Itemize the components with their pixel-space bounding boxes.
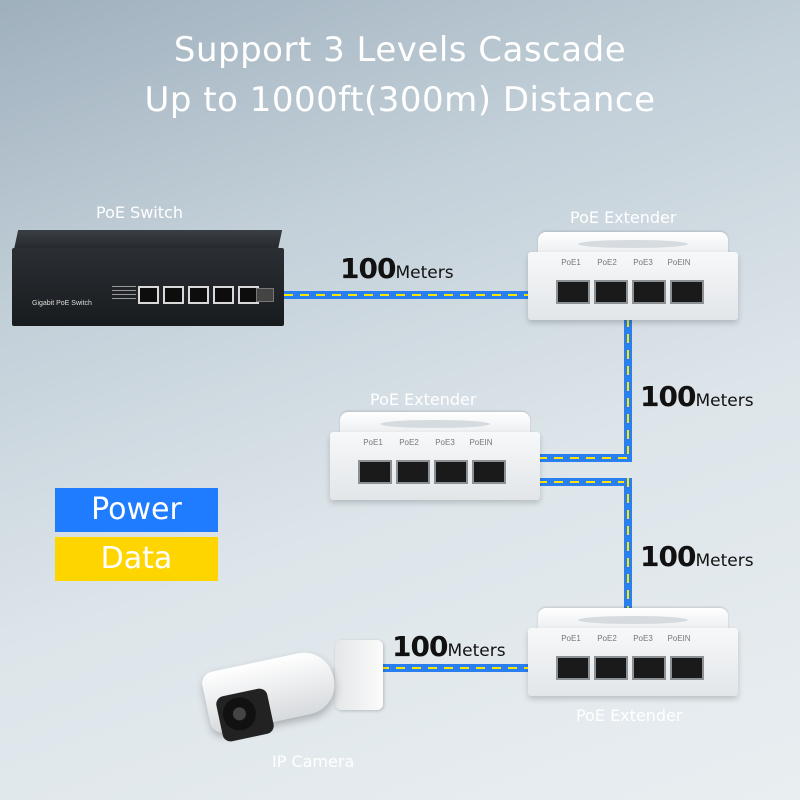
poe-switch: Gigabit PoE Switch xyxy=(12,230,284,326)
cable-extender-2-link xyxy=(538,454,632,462)
cable-extender-2-to-extender-3 xyxy=(624,478,632,612)
extender-2-label: PoE Extender xyxy=(370,390,477,409)
port-label: PoE3 xyxy=(633,258,653,267)
extender-port xyxy=(434,460,468,484)
extender-port xyxy=(594,656,628,680)
ip-camera xyxy=(199,640,385,750)
port-label: PoE3 xyxy=(435,438,455,447)
distance-label-4: 100Meters xyxy=(392,630,506,663)
headline-line-2: Up to 1000ft(300m) Distance xyxy=(144,80,656,120)
switch-port xyxy=(188,286,209,304)
ip-camera-label: IP Camera xyxy=(272,752,355,771)
port-label: PoE2 xyxy=(597,258,617,267)
port-label: PoEIN xyxy=(667,634,691,643)
cable-switch-to-extender-1 xyxy=(284,291,530,299)
extender-port xyxy=(472,460,506,484)
extender-port xyxy=(670,280,704,304)
poe-extender-1: PoE1 PoE2 PoE3 PoEIN xyxy=(528,232,738,320)
extender-3-label: PoE Extender xyxy=(576,706,683,725)
camera-lens xyxy=(214,687,276,743)
extender-port xyxy=(632,280,666,304)
distance-label-3: 100Meters xyxy=(640,540,754,573)
switch-port xyxy=(163,286,184,304)
distance-label-2: 100Meters xyxy=(640,380,754,413)
poe-switch-label: PoE Switch xyxy=(96,203,183,222)
extender-1-label: PoE Extender xyxy=(570,208,677,227)
switch-brand-text: Gigabit PoE Switch xyxy=(32,300,92,307)
port-label: PoE2 xyxy=(399,438,419,447)
port-label: PoE1 xyxy=(363,438,383,447)
extender-port xyxy=(556,280,590,304)
camera-mount xyxy=(335,640,383,710)
switch-ports xyxy=(138,286,259,304)
distance-label-1: 100Meters xyxy=(340,252,454,285)
extender-port xyxy=(632,656,666,680)
poe-extender-2: PoE1 PoE2 PoE3 PoEIN xyxy=(330,412,540,500)
legend-data: Data xyxy=(55,537,218,581)
extender-port xyxy=(670,656,704,680)
port-label: PoEIN xyxy=(667,258,691,267)
switch-port xyxy=(138,286,159,304)
cable-extender-3-to-camera xyxy=(380,664,530,672)
extender-port xyxy=(594,280,628,304)
port-label: PoE1 xyxy=(561,258,581,267)
legend-power: Power xyxy=(55,488,218,532)
port-label: PoE2 xyxy=(597,634,617,643)
switch-port xyxy=(213,286,234,304)
extender-port xyxy=(396,460,430,484)
switch-sfp-slot xyxy=(256,288,274,302)
extender-port xyxy=(358,460,392,484)
port-label: PoE1 xyxy=(561,634,581,643)
port-label: PoE3 xyxy=(633,634,653,643)
headline-line-1: Support 3 Levels Cascade xyxy=(173,30,627,70)
cable-extender-2-link-lower xyxy=(538,478,632,486)
port-label: PoEIN xyxy=(469,438,493,447)
cable-extender-1-to-extender-2 xyxy=(624,318,632,462)
extender-port xyxy=(556,656,590,680)
poe-extender-3: PoE1 PoE2 PoE3 PoEIN xyxy=(528,608,738,696)
switch-spec-lines xyxy=(112,286,136,302)
